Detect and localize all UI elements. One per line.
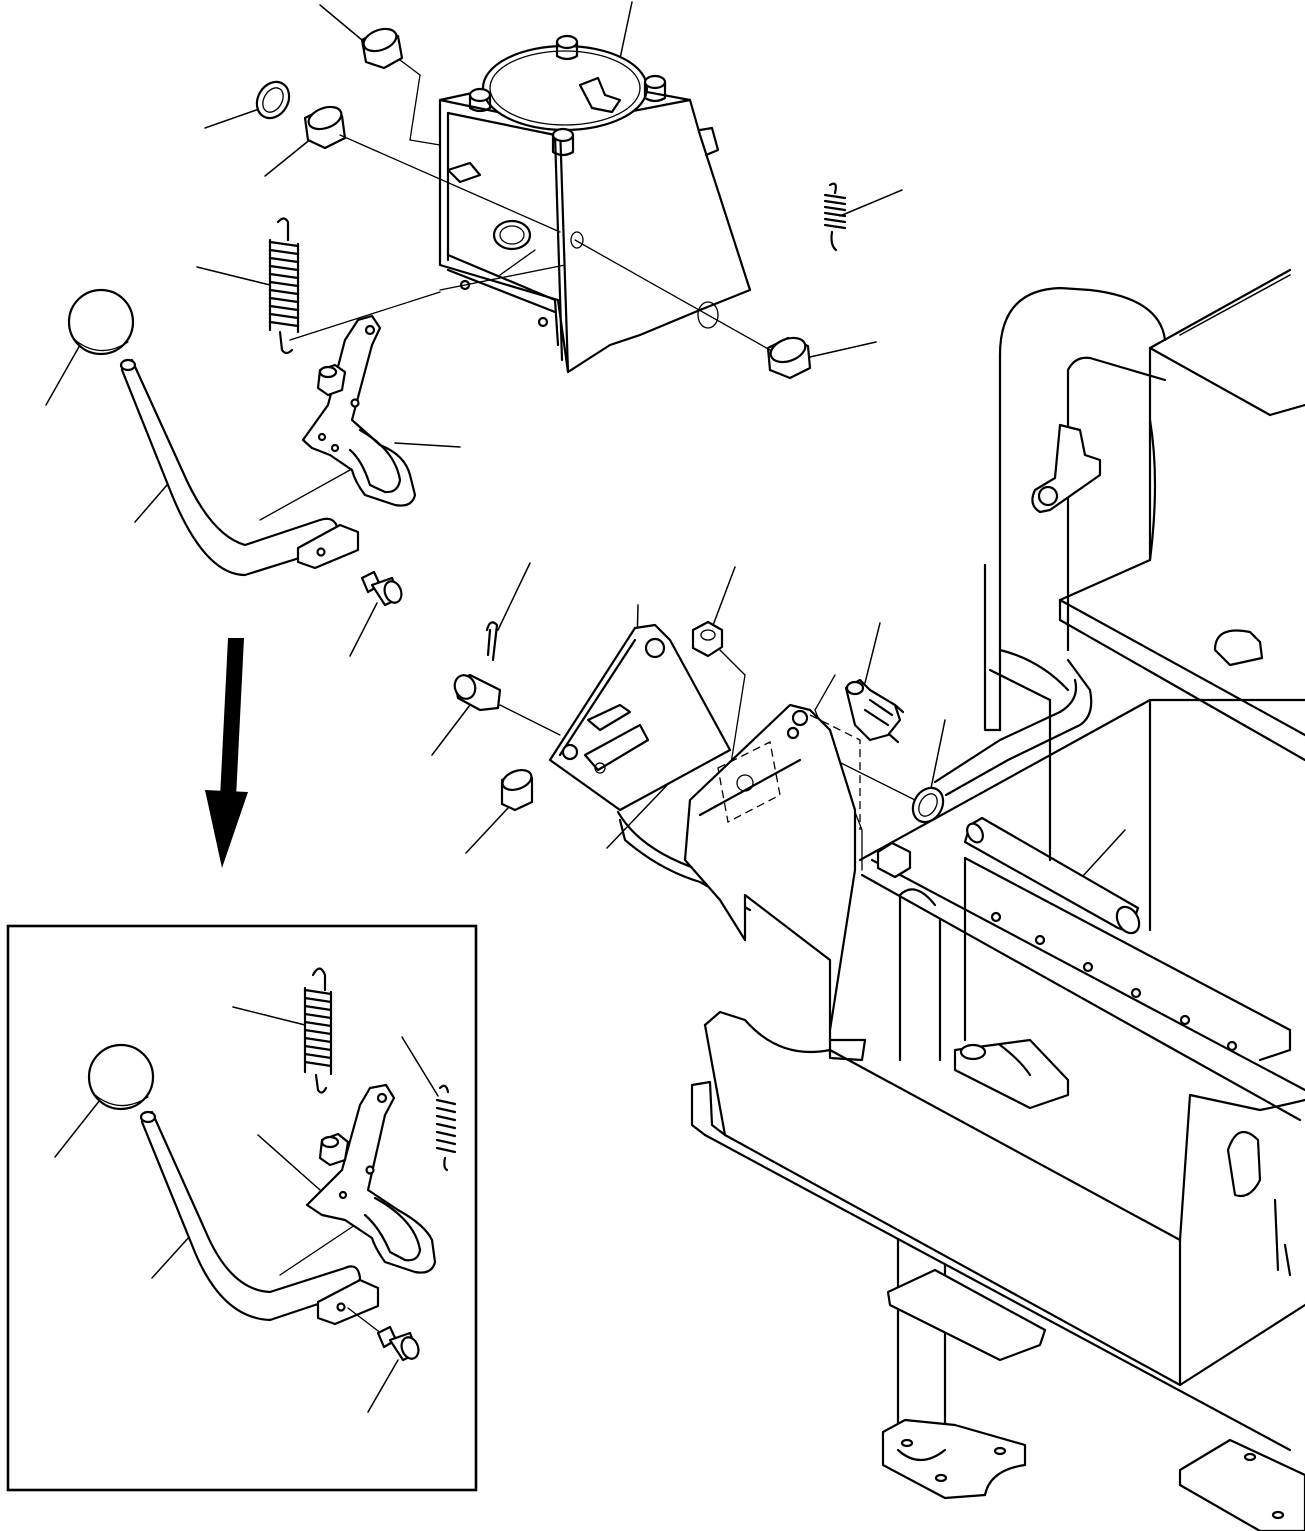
washer-top xyxy=(691,620,746,771)
detail-box xyxy=(6,924,478,1492)
pedal-arm xyxy=(683,703,867,1062)
detail-bolt xyxy=(376,1325,420,1362)
lever xyxy=(119,358,360,577)
snap-ring-top xyxy=(255,80,291,120)
pin xyxy=(453,673,561,736)
cotter-pin xyxy=(485,621,499,662)
bolt-lever xyxy=(360,570,403,607)
detail-spring-small xyxy=(435,1084,457,1172)
detail-spring-large xyxy=(303,967,333,1094)
detail-knob xyxy=(87,1043,155,1111)
pedal-bracket xyxy=(548,623,752,912)
bushing-right xyxy=(574,239,812,380)
bracket xyxy=(301,314,417,507)
spring-right xyxy=(823,182,847,252)
bushing-left xyxy=(303,105,561,233)
bushing-top xyxy=(360,27,441,146)
housing xyxy=(438,34,752,374)
spring-left xyxy=(268,217,441,355)
collar xyxy=(500,769,534,812)
snap-ring-right xyxy=(911,786,945,824)
frame xyxy=(690,268,1305,1531)
arrow-down xyxy=(205,638,248,868)
switch xyxy=(814,674,905,871)
detail-lever xyxy=(139,1110,391,1341)
knob xyxy=(67,288,135,356)
detail-bracket xyxy=(305,1083,437,1274)
